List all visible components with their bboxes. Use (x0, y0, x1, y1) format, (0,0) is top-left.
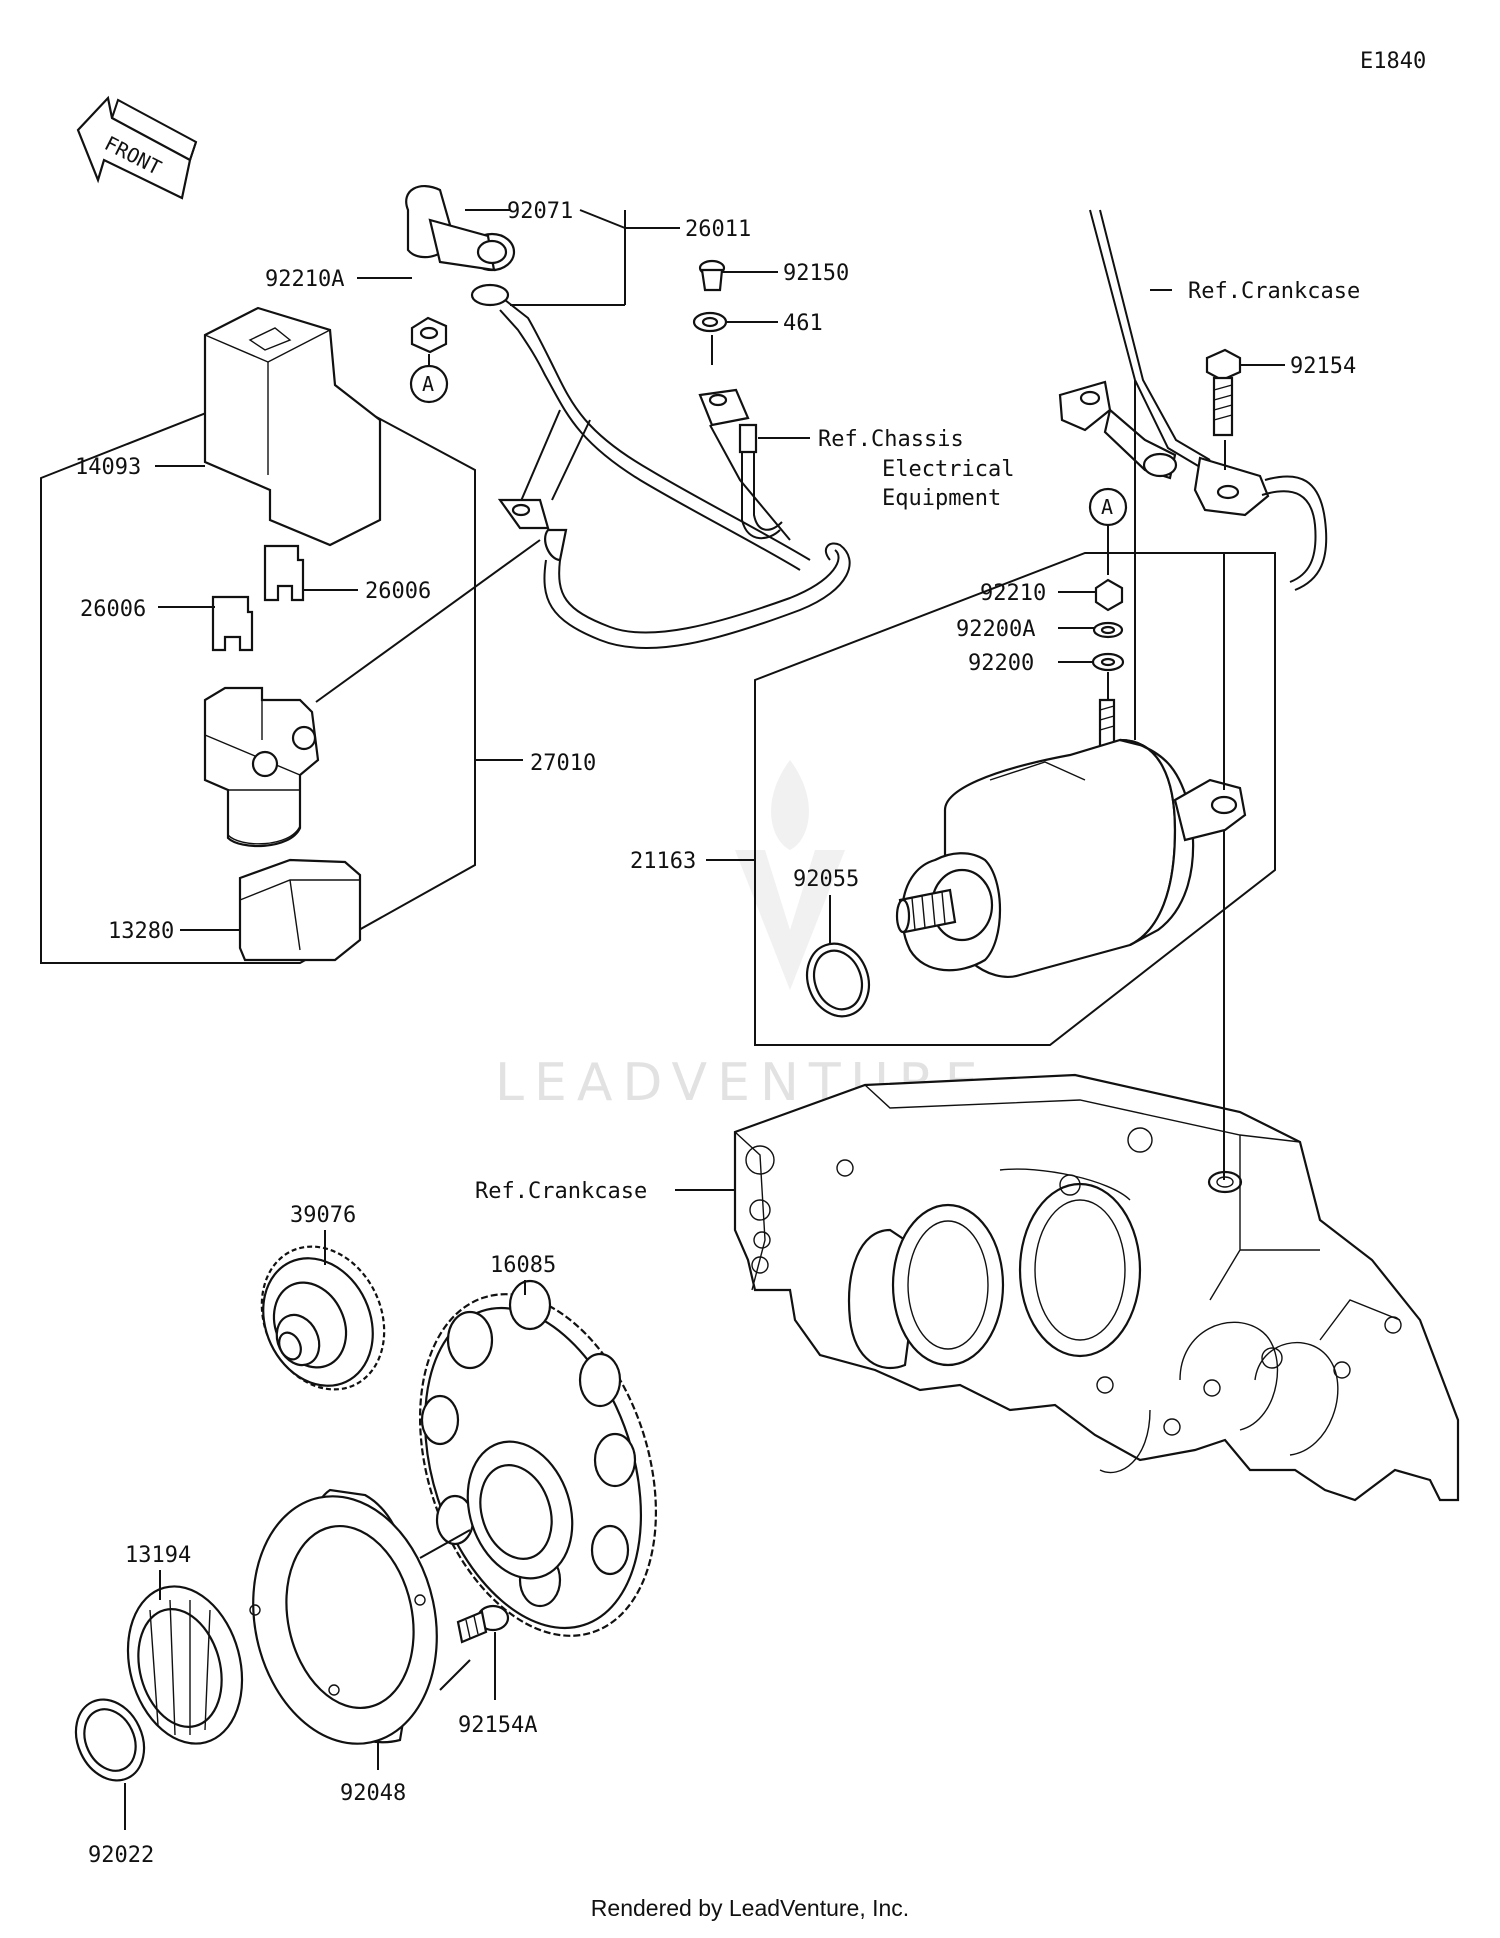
label-92055: 92055 (793, 867, 859, 892)
part-labels: 92071 26011 92150 461 92210A 14093 26006… (75, 199, 1360, 1868)
label-92048: 92048 (340, 1781, 406, 1806)
label-92200: 92200 (968, 651, 1034, 676)
label-92200A: 92200A (956, 617, 1035, 642)
relay-assembly-box (40, 306, 541, 964)
label-92154A: 92154A (458, 1713, 537, 1738)
label-92150: 92150 (783, 261, 849, 286)
label-92210A: 92210A (265, 267, 344, 292)
diagram-code: E1840 (1360, 49, 1426, 74)
label-461: 461 (783, 311, 823, 336)
ref-chassis-line3: Equipment (882, 486, 1001, 511)
label-39076: 39076 (290, 1203, 356, 1228)
ref-crankcase-top: Ref.Crankcase (1188, 279, 1360, 304)
front-arrow-icon: FRONT (76, 95, 198, 200)
starter-gear-16085 (418, 1279, 658, 1637)
label-26006-right: 26006 (365, 579, 431, 604)
label-92022: 92022 (88, 1843, 154, 1868)
one-way-clutch-13194 (126, 1585, 244, 1745)
watermark-logo (735, 760, 845, 990)
crankcase-reference-rod (1058, 209, 1328, 740)
svg-text:A: A (1101, 495, 1113, 519)
footer-credit: Rendered by LeadVenture, Inc. (590, 1895, 910, 1921)
holder-92048 (249, 1488, 471, 1745)
label-13194: 13194 (125, 1543, 191, 1568)
svg-text:A: A (422, 372, 434, 396)
label-92071: 92071 (507, 199, 573, 224)
label-92154: 92154 (1290, 354, 1356, 379)
label-14093: 14093 (75, 455, 141, 480)
label-26011: 26011 (685, 217, 751, 242)
label-13280: 13280 (108, 919, 174, 944)
label-26006-left: 26006 (80, 597, 146, 622)
ref-crankcase-mid: Ref.Crankcase (475, 1179, 647, 1204)
idle-gear-39076 (260, 1245, 386, 1391)
label-92210: 92210 (980, 581, 1046, 606)
leader-lines (124, 209, 1285, 1830)
ref-chassis-line1: Ref.Chassis (818, 427, 964, 452)
bolt-92154A (456, 1604, 510, 1644)
starter-motor-box: A (754, 487, 1276, 1046)
label-16085: 16085 (490, 1253, 556, 1278)
label-27010: 27010 (530, 751, 596, 776)
washer-92022 (74, 1698, 146, 1782)
callout-a-top: A (409, 354, 449, 404)
crankcase (733, 830, 1460, 1502)
ref-chassis-line2: Electrical (882, 457, 1014, 482)
battery-cable-group (405, 185, 851, 650)
label-21163: 21163 (630, 849, 696, 874)
